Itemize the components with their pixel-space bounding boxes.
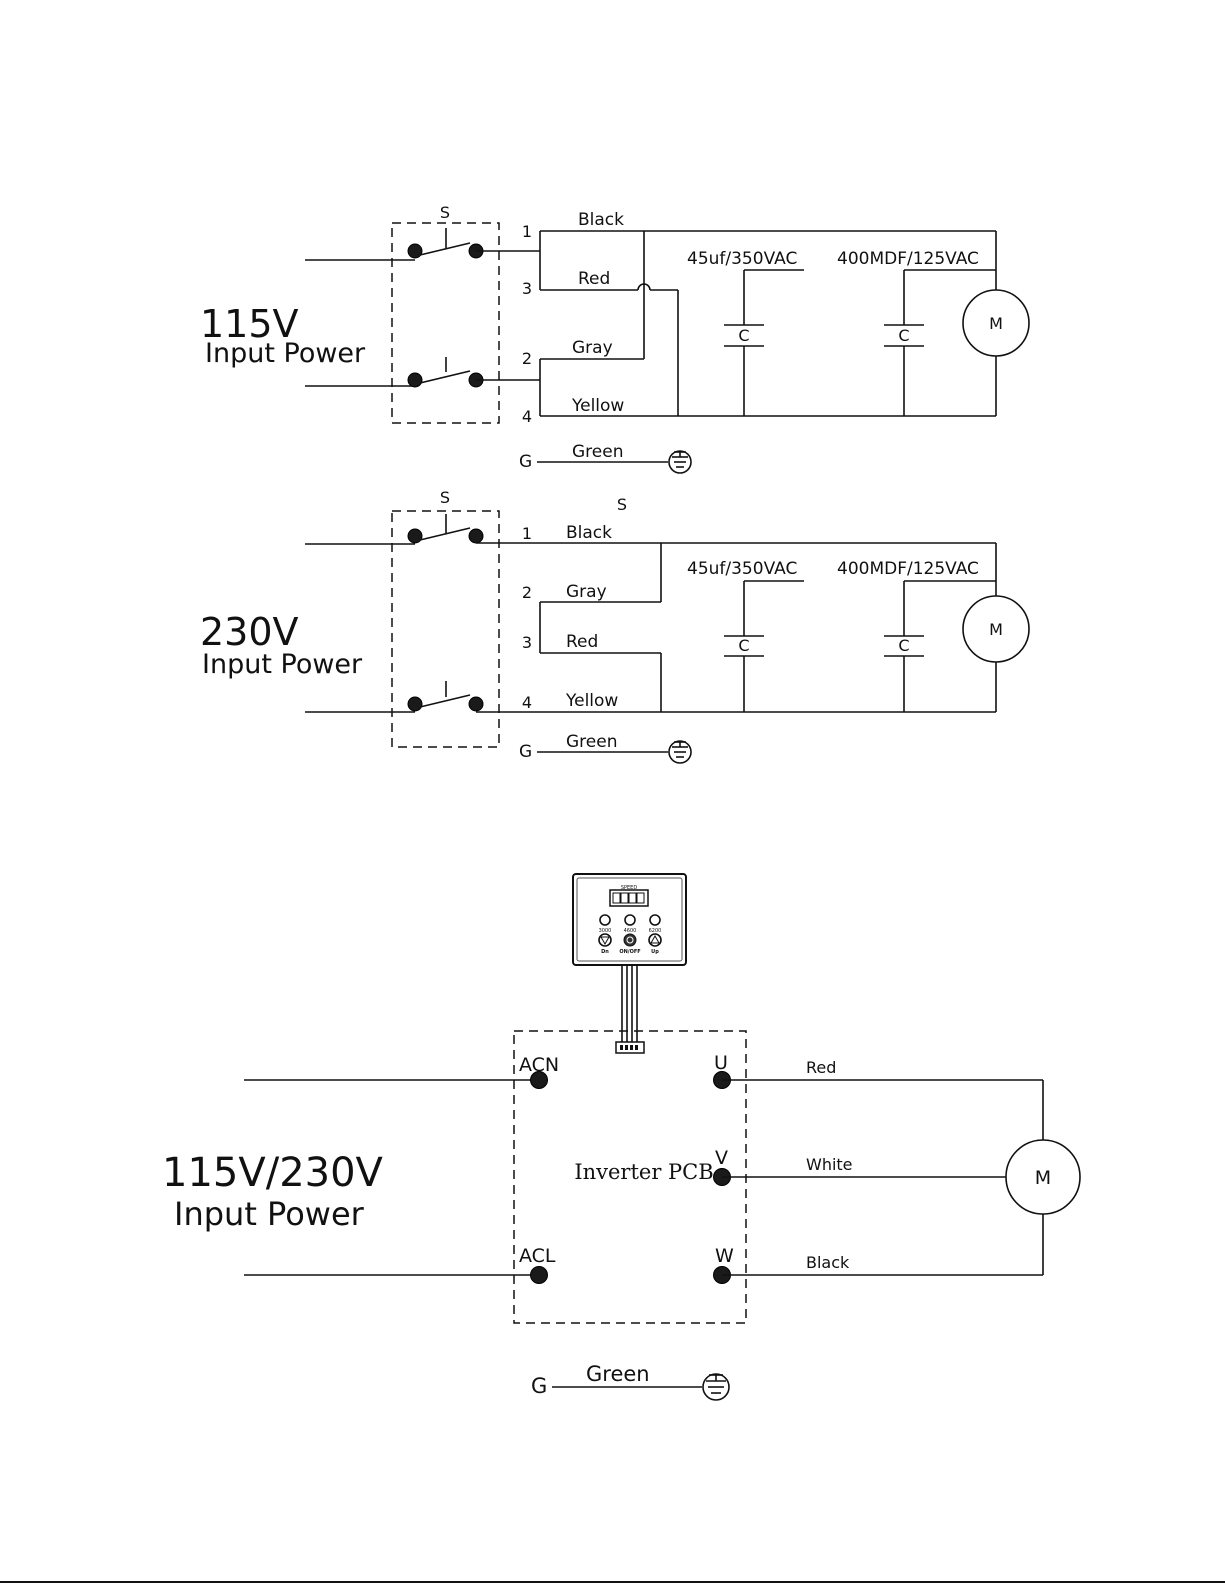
terminal-1: 1 <box>522 524 532 543</box>
power-label: Input Power <box>174 1195 365 1233</box>
terminal-3: 3 <box>522 633 532 652</box>
diagram-inverter: SPEED 3000 4600 6200 <box>162 874 1080 1400</box>
pcb-connector <box>616 1042 644 1053</box>
power-button-icon[interactable] <box>624 934 636 946</box>
terminal-v-label: V <box>715 1147 728 1169</box>
wire-red-label: Red <box>578 269 610 289</box>
terminal-w-label: W <box>715 1245 734 1267</box>
motor-label: M <box>989 314 1003 333</box>
switch-contact <box>408 373 422 387</box>
ground-wire-label: Green <box>566 732 617 752</box>
wire-black-label: Black <box>566 523 612 543</box>
wire-black-label: Black <box>578 210 624 230</box>
capacitor-1-rating: 45uf/350VAC <box>687 249 797 269</box>
terminal-acl <box>531 1267 548 1284</box>
ground-icon <box>703 1374 729 1400</box>
ground-icon <box>669 741 691 763</box>
switch-contact <box>469 529 483 543</box>
switch-contact <box>408 529 422 543</box>
terminal-2: 2 <box>522 583 532 602</box>
switch-label: S <box>440 488 450 507</box>
down-button-label: Dn <box>601 949 609 955</box>
switch-contact <box>469 697 483 711</box>
power-label: Input Power <box>205 338 366 369</box>
ground-icon <box>669 451 691 473</box>
wire-white-label: White <box>806 1155 853 1174</box>
wire-yellow-label: Yellow <box>565 691 618 711</box>
preset-2: 4600 <box>624 928 637 934</box>
pcb-label: Inverter PCB <box>574 1160 713 1184</box>
wire-gray-label: Gray <box>566 582 607 602</box>
terminal-u-label: U <box>714 1052 728 1074</box>
terminal-acl-label: ACL <box>519 1245 556 1267</box>
terminal-1: 1 <box>522 222 532 241</box>
terminal-acn-label: ACN <box>519 1054 559 1076</box>
terminal-4: 4 <box>522 407 532 426</box>
ground-wire-label: Green <box>572 442 623 462</box>
capacitor-1-symbol: C <box>738 326 749 345</box>
terminal-2: 2 <box>522 349 532 368</box>
terminal-4: 4 <box>522 693 532 712</box>
control-panel: SPEED 3000 4600 6200 <box>573 874 686 965</box>
ground-letter: G <box>531 1374 547 1398</box>
power-voltage: 230V <box>200 610 299 654</box>
diagram-230v: S S 1 2 3 4 Black Gray Red Yellow 45uf/3 <box>200 488 1029 763</box>
capacitor-2-rating: 400MDF/125VAC <box>837 249 979 269</box>
capacitor-2-rating: 400MDF/125VAC <box>837 559 979 579</box>
switch-contact <box>408 697 422 711</box>
wire-gray-label: Gray <box>572 338 613 358</box>
preset-3: 6200 <box>649 928 662 934</box>
stray-label: S <box>617 495 627 514</box>
ground-letter: G <box>519 742 532 762</box>
capacitor-1-rating: 45uf/350VAC <box>687 559 797 579</box>
wire-yellow-label: Yellow <box>571 396 624 416</box>
diagram-115v: S 1 3 2 4 Black Red Gray Yel <box>200 203 1029 473</box>
wire-black-label: Black <box>806 1253 850 1272</box>
power-label: Input Power <box>202 649 363 680</box>
ground-wire-label: Green <box>586 1362 650 1386</box>
terminal-3: 3 <box>522 279 532 298</box>
up-button-label: Up <box>651 949 659 955</box>
switch-label: S <box>440 203 450 222</box>
ground-letter: G <box>519 452 532 472</box>
switch-contact <box>408 244 422 258</box>
power-voltage: 115V/230V <box>162 1150 384 1196</box>
capacitor-2-symbol: C <box>898 326 909 345</box>
wire-red-label: Red <box>806 1058 836 1077</box>
motor-label: M <box>1035 1167 1051 1189</box>
motor-label: M <box>989 620 1003 639</box>
capacitor-2-symbol: C <box>898 636 909 655</box>
speed-display <box>610 890 648 906</box>
wire-red-label: Red <box>566 632 598 652</box>
capacitor-1-symbol: C <box>738 636 749 655</box>
preset-1: 3000 <box>599 928 612 934</box>
power-button-label: ON/OFF <box>619 949 640 955</box>
